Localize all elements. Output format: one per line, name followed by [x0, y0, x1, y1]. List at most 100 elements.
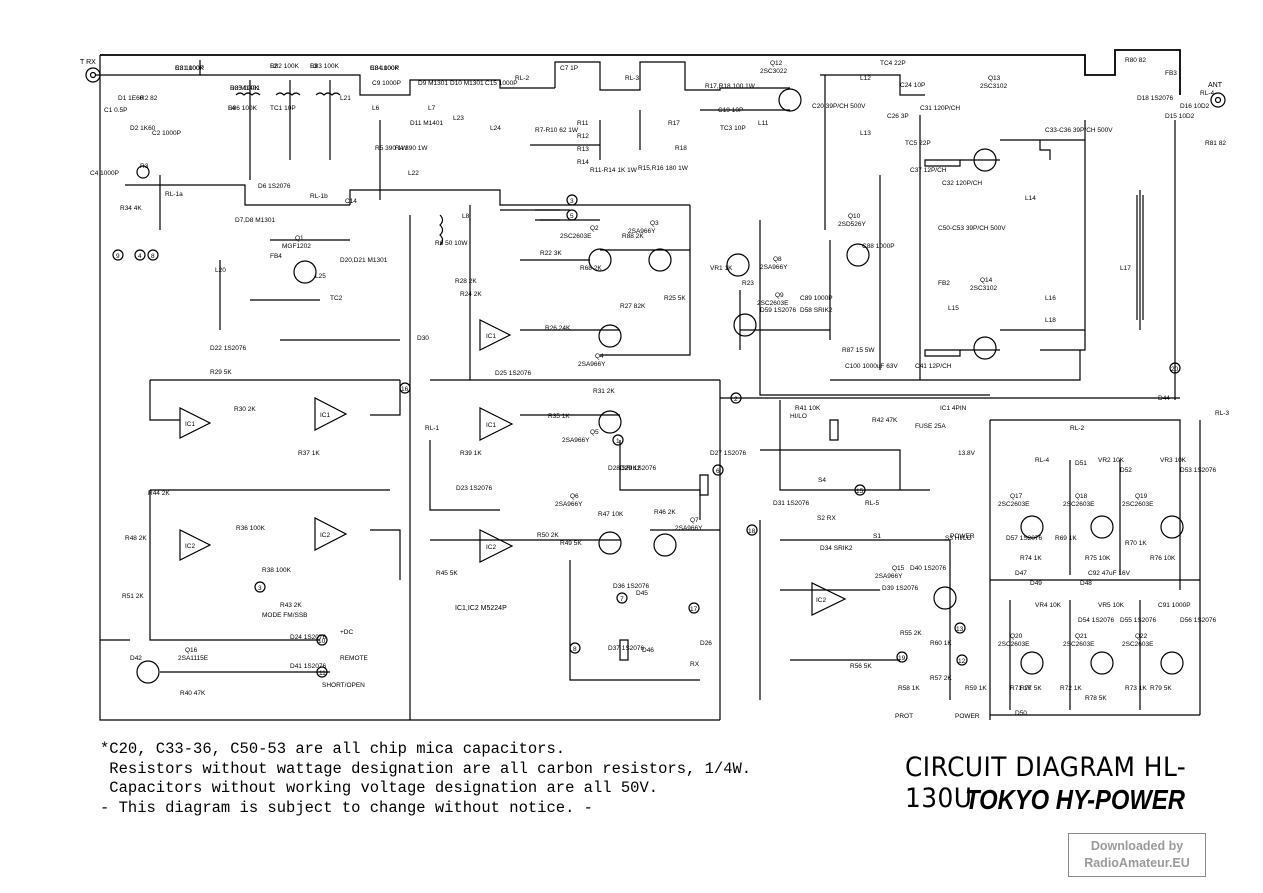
component-label: L22 [408, 170, 419, 177]
node-label: 8 [573, 646, 577, 653]
component-label: R44 2K [148, 490, 170, 497]
component-label: R81 82 [1205, 140, 1226, 147]
component-label: R23 [742, 280, 754, 287]
stamp-line: Downloaded by [1090, 839, 1184, 853]
component-label: R13 [577, 146, 589, 153]
component-label: R6 50 10W [435, 240, 468, 247]
component-label: R34 4K [120, 205, 142, 212]
component-label: R68 2K [580, 265, 602, 272]
component-label: R86 100K [228, 105, 258, 112]
node-label: 4 [138, 253, 142, 260]
stamp-line: RadioAmateur.EU [1084, 856, 1190, 870]
component-label: C41 12P/CH [915, 363, 952, 370]
component-label: R45 5K [436, 570, 458, 577]
component-label: L3 [310, 63, 318, 70]
node-label: 7 [620, 596, 624, 603]
svg-text:Q3: Q3 [650, 220, 659, 227]
component-label: C3 1000P [175, 65, 204, 72]
svg-text:2SA966Y: 2SA966Y [760, 264, 788, 271]
note-line: - This diagram is subject to change with… [100, 798, 593, 817]
svg-text:2SA966Y: 2SA966Y [875, 573, 903, 580]
component-label: D42 [130, 655, 142, 662]
svg-text:Q5: Q5 [590, 429, 599, 436]
node-label: 2 [734, 396, 738, 403]
download-stamp: Downloaded by RadioAmateur.EU [1068, 833, 1206, 877]
svg-text:2SA966Y: 2SA966Y [562, 437, 590, 444]
component-label: D15 10D2 [1165, 113, 1195, 120]
component-label: L2 [270, 63, 278, 70]
component-label: R27 82K [620, 303, 646, 310]
component-label: R49 5K [560, 540, 582, 547]
svg-text:Q9: Q9 [775, 292, 784, 299]
component-label: C32 120P/CH [942, 180, 982, 187]
component-label: D31 1S2076 [773, 500, 810, 507]
component-label: C50-C53 39P/CH 500V [938, 225, 1006, 232]
component-label: R80 82 [1125, 57, 1146, 64]
manufacturer-name: TOKYO HY-POWER [965, 784, 1185, 815]
component-label: C37 12P/CH [910, 167, 947, 174]
component-label: D54 1S2076 [1078, 617, 1115, 624]
component-label: RL-1b [310, 193, 328, 200]
component-label: D55 1S2076 [1120, 617, 1157, 624]
component-label: R70 1K [1125, 540, 1147, 547]
remote-label: REMOTE [340, 655, 368, 662]
node-label: 18 [748, 528, 756, 535]
component-label: R43 2K [280, 602, 302, 609]
component-label: R87 15 5W [842, 347, 875, 354]
component-label: D57 1S2076 [1006, 535, 1043, 542]
svg-text:Q17: Q17 [1010, 493, 1023, 500]
component-label: C92 47uF 16V [1088, 570, 1131, 577]
component-label: R38 100K [262, 567, 292, 574]
component-label: R36 100K [236, 525, 266, 532]
svg-text:Q7: Q7 [690, 517, 699, 524]
component-label: D7,D8 M1301 [235, 217, 275, 224]
component-label: C88 1000P [862, 243, 895, 250]
ic1-4pin-label: IC1 4PIN [940, 405, 967, 412]
component-label: L12 [860, 75, 871, 82]
component-label: D34 SRIK2 [820, 545, 853, 552]
power-led-label: POWER [955, 713, 980, 720]
component-label: D36 1S2076 [613, 583, 650, 590]
component-label: D46 [642, 647, 654, 654]
component-label: D48 [1080, 580, 1092, 587]
note-line: Capacitors without working voltage desig… [100, 779, 659, 797]
component-label: L6 [372, 105, 380, 112]
opamps [179, 319, 847, 616]
svg-text:Q20: Q20 [1010, 633, 1023, 640]
component-label: R85 100K [230, 85, 260, 92]
component-label: D24 1S2076 [290, 634, 327, 641]
component-label: D18 1S2076 [1137, 95, 1174, 102]
svg-text:MGF1202: MGF1202 [282, 243, 311, 250]
component-label: R60 1K [930, 640, 952, 647]
component-label: C24 10P [900, 82, 925, 89]
short-open-label: SHORT/OPEN [322, 682, 365, 689]
hi-lo-label: HI/LO [790, 413, 807, 420]
component-label: D2 1K60 [130, 125, 156, 132]
component-label: D47 [1015, 570, 1027, 577]
node-label: 15 [856, 488, 864, 495]
svg-text:2SC2603E: 2SC2603E [560, 233, 592, 240]
svg-text:IC1: IC1 [185, 421, 196, 428]
component-label: RL-4 [1035, 457, 1049, 464]
component-label: D52 [1120, 467, 1132, 474]
svg-text:Q15: Q15 [892, 565, 905, 572]
svg-text:2SC3102: 2SC3102 [980, 83, 1007, 90]
component-label: RL-5 [865, 500, 879, 507]
component-label: C2 1000P [152, 130, 181, 137]
component-label: R75 10K [1085, 555, 1111, 562]
component-label: VR4 10K [1035, 602, 1062, 609]
component-label: R39 1K [460, 450, 482, 457]
node-label: 3 [570, 198, 574, 205]
component-label: R29 5K [210, 369, 232, 376]
component-label: R56 5K [850, 663, 872, 670]
component-label: R35 1K [548, 413, 570, 420]
component-label: RL-1 [425, 425, 439, 432]
component-label: D51 [1075, 460, 1087, 467]
component-label: L4 [228, 105, 236, 112]
component-label: R74 1K [1020, 555, 1042, 562]
component-label: D45 [636, 590, 648, 597]
component-label: C31 120P/CH [920, 105, 960, 112]
component-label: TC2 [330, 295, 343, 302]
component-label: D27 1S2076 [710, 450, 747, 457]
